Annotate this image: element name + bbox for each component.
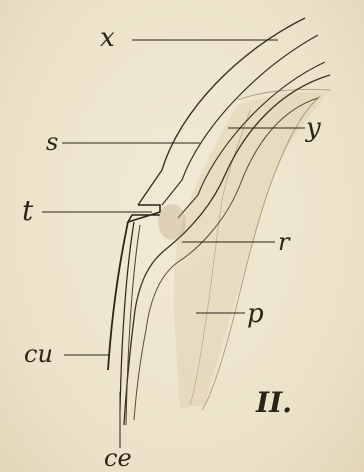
label-ce: ce (104, 444, 132, 472)
figure-number: II. (255, 386, 292, 419)
notch-t (128, 205, 160, 222)
label-p: p (247, 299, 264, 329)
label-t: t (22, 194, 34, 227)
notch-t-shadow (158, 204, 186, 240)
label-s: s (46, 128, 58, 156)
label-x: x (100, 23, 115, 53)
label-cu: cu (24, 340, 53, 368)
label-r: r (278, 228, 291, 256)
label-y: y (305, 113, 321, 143)
